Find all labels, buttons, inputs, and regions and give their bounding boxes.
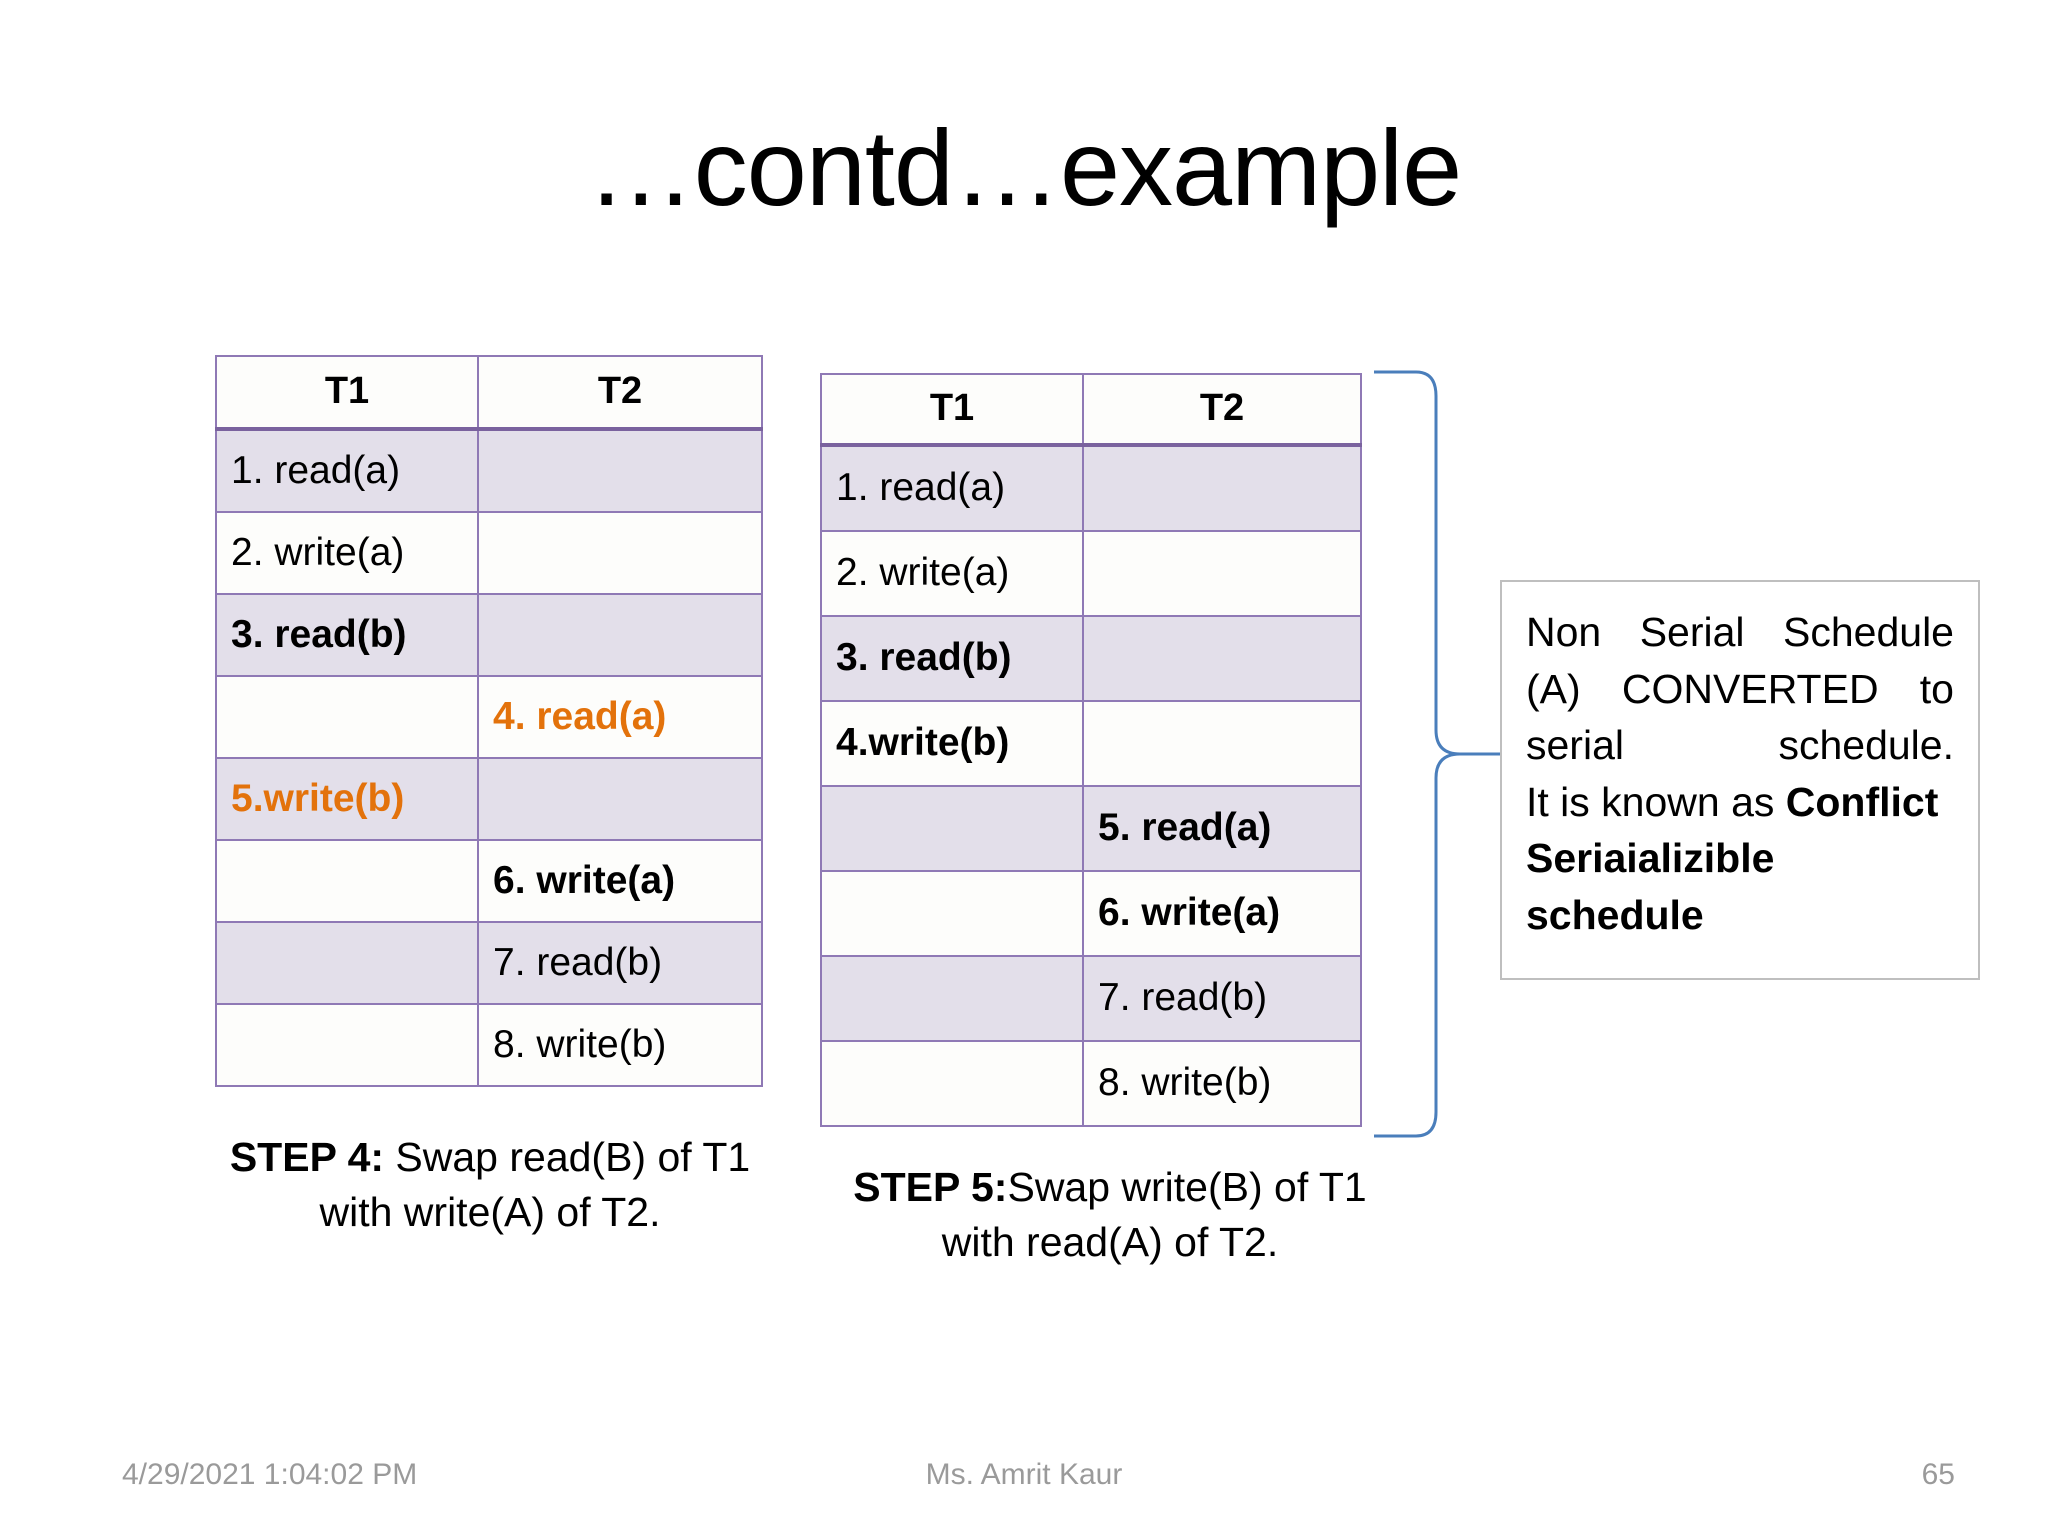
column-header-t2: T2 bbox=[1082, 373, 1362, 447]
caption-step5: STEP 5:Swap write(B) of T1 with read(A) … bbox=[830, 1160, 1390, 1269]
cell-t2 bbox=[1082, 700, 1362, 787]
cell-t2: 5. read(a) bbox=[1082, 785, 1362, 872]
caption-step5-text: Swap write(B) of T1 with read(A) of T2. bbox=[941, 1164, 1367, 1265]
callout-line-2-prefix: It is known as bbox=[1526, 778, 1786, 825]
table-header-row: T1 T2 bbox=[215, 355, 763, 431]
cell-t1 bbox=[215, 1003, 479, 1087]
callout-line-2-bold: Conflict Seriaializible schedule bbox=[1526, 778, 1939, 938]
cell-t2: 6. write(a) bbox=[1082, 870, 1362, 957]
cell-t2 bbox=[1082, 530, 1362, 617]
table-row: 3. read(b) bbox=[215, 593, 763, 677]
table-row: 6. write(a) bbox=[215, 839, 763, 923]
column-header-t1: T1 bbox=[215, 355, 479, 431]
table-body-step4: 1. read(a)2. write(a)3. read(b)4. read(a… bbox=[215, 428, 763, 1087]
cell-t2 bbox=[477, 428, 763, 513]
table-row: 7. read(b) bbox=[215, 921, 763, 1005]
cell-t2: 6. write(a) bbox=[477, 839, 763, 923]
cell-t1 bbox=[215, 675, 479, 759]
callout-line-1: Non Serial Schedule (A) CONVERTED to ser… bbox=[1526, 609, 1954, 769]
cell-t1: 3. read(b) bbox=[215, 593, 479, 677]
table-row: 4.write(b) bbox=[820, 700, 1362, 787]
cell-t1: 2. write(a) bbox=[820, 530, 1084, 617]
cell-t2: 4. read(a) bbox=[477, 675, 763, 759]
cell-t1: 5.write(b) bbox=[215, 757, 479, 841]
cell-t1 bbox=[215, 839, 479, 923]
column-header-t2: T2 bbox=[477, 355, 763, 431]
table-header-row: T1 T2 bbox=[820, 373, 1362, 447]
footer-author: Ms. Amrit Kaur bbox=[925, 1458, 1123, 1491]
cell-t1: 1. read(a) bbox=[215, 428, 479, 513]
table-row: 8. write(b) bbox=[215, 1003, 763, 1087]
schedule-table-step5: T1 T2 1. read(a)2. write(a)3. read(b)4.w… bbox=[820, 373, 1362, 1127]
cell-t2 bbox=[477, 593, 763, 677]
cell-t1 bbox=[820, 955, 1084, 1042]
table-row: 6. write(a) bbox=[820, 870, 1362, 957]
footer-timestamp: 4/29/2021 1:04:02 PM bbox=[122, 1458, 418, 1491]
caption-step4-label: STEP 4: bbox=[229, 1134, 385, 1180]
cell-t2 bbox=[1082, 615, 1362, 702]
table-row: 8. write(b) bbox=[820, 1040, 1362, 1127]
cell-t1: 1. read(a) bbox=[820, 444, 1084, 532]
schedule-table-step4: T1 T2 1. read(a)2. write(a)3. read(b)4. … bbox=[215, 355, 763, 1087]
cell-t1: 3. read(b) bbox=[820, 615, 1084, 702]
cell-t2: 7. read(b) bbox=[477, 921, 763, 1005]
table-row: 5.write(b) bbox=[215, 757, 763, 841]
cell-t1 bbox=[820, 1040, 1084, 1127]
cell-t2: 8. write(b) bbox=[1082, 1040, 1362, 1127]
cell-t2: 7. read(b) bbox=[1082, 955, 1362, 1042]
table-row: 1. read(a) bbox=[820, 444, 1362, 532]
callout-line-2: It is known as Conflict Seriaializible s… bbox=[1526, 774, 1954, 944]
cell-t2 bbox=[1082, 444, 1362, 532]
cell-t1: 4.write(b) bbox=[820, 700, 1084, 787]
cell-t1: 2. write(a) bbox=[215, 511, 479, 595]
caption-step4-text: Swap read(B) of T1 with write(A) of T2. bbox=[319, 1134, 751, 1235]
cell-t2 bbox=[477, 757, 763, 841]
page-title: …contd…example bbox=[586, 107, 1462, 228]
cell-t1 bbox=[820, 785, 1084, 872]
callout-box: Non Serial Schedule (A) CONVERTED to ser… bbox=[1500, 580, 1980, 980]
table-row: 2. write(a) bbox=[215, 511, 763, 595]
cell-t2: 8. write(b) bbox=[477, 1003, 763, 1087]
table-row: 2. write(a) bbox=[820, 530, 1362, 617]
footer-page-number: 65 bbox=[1921, 1458, 1955, 1491]
caption-step4: STEP 4: Swap read(B) of T1 with write(A)… bbox=[210, 1130, 770, 1239]
cell-t2 bbox=[477, 511, 763, 595]
table-row: 5. read(a) bbox=[820, 785, 1362, 872]
table-row: 7. read(b) bbox=[820, 955, 1362, 1042]
table-row: 1. read(a) bbox=[215, 428, 763, 513]
cell-t1 bbox=[820, 870, 1084, 957]
cell-t1 bbox=[215, 921, 479, 1005]
caption-step5-label: STEP 5: bbox=[853, 1164, 1008, 1210]
table-body-step5: 1. read(a)2. write(a)3. read(b)4.write(b… bbox=[820, 444, 1362, 1127]
column-header-t1: T1 bbox=[820, 373, 1084, 447]
table-row: 3. read(b) bbox=[820, 615, 1362, 702]
table-row: 4. read(a) bbox=[215, 675, 763, 759]
